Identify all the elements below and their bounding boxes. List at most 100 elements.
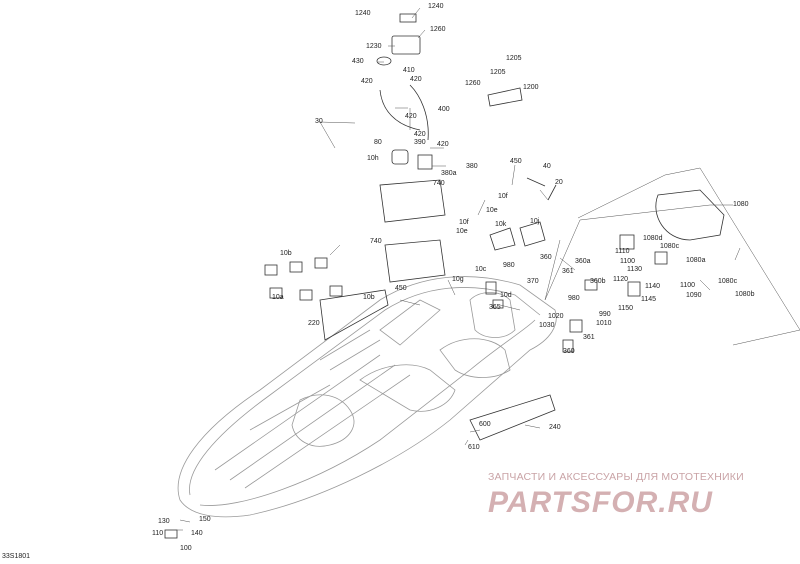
hardware-40-20 <box>526 177 557 201</box>
callout-label: 1130 <box>627 266 643 273</box>
grab-handle-1080 <box>655 189 725 241</box>
battery-box-740-lower <box>384 239 446 283</box>
part-1020 <box>569 319 583 333</box>
callout-label: 1205 <box>490 69 506 76</box>
callout-label: 740 <box>433 180 445 187</box>
callout-label: 1110 <box>615 248 630 255</box>
callout-label: 1140 <box>645 283 661 290</box>
cover-10k <box>489 227 516 251</box>
callout-label: 420 <box>405 113 417 120</box>
callout-label: 1150 <box>618 305 634 312</box>
callout-label: 420 <box>361 78 373 85</box>
part-10c <box>485 281 497 295</box>
callout-label: 140 <box>191 530 203 537</box>
callout-label: 370 <box>527 278 539 285</box>
callout-label: 1205 <box>506 55 522 62</box>
callout-label: 40 <box>543 163 551 170</box>
hinge-1080d <box>619 234 635 250</box>
callout-label: 360b <box>590 278 606 285</box>
o-ring-430 <box>376 56 392 66</box>
callout-label: 220 <box>308 320 320 327</box>
part-130-110 <box>164 529 178 539</box>
callout-label: 990 <box>599 311 611 318</box>
callout-label: 1120 <box>613 276 629 283</box>
callout-label: 10d <box>500 292 512 299</box>
callout-label: 20 <box>555 179 563 186</box>
callout-label: 1080a <box>686 257 706 264</box>
callout-label: 80 <box>374 139 382 146</box>
callout-label: 10k <box>495 221 507 228</box>
battery-box-740-upper <box>379 179 446 223</box>
callout-label: 10e <box>486 207 498 214</box>
callout-label: 30 <box>315 118 323 125</box>
callout-label: 10b <box>280 250 292 257</box>
diagram-code: 33S1801 <box>2 553 31 560</box>
callout-label: 1240 <box>428 3 444 10</box>
callout-label: 1080c <box>718 278 738 285</box>
callout-label: 10h <box>367 155 379 162</box>
part-360 <box>562 339 574 353</box>
callout-label: 1090 <box>686 292 702 299</box>
part-380 <box>417 154 433 170</box>
callout-label: 361 <box>562 268 574 275</box>
callout-label: 360 <box>540 254 552 261</box>
callout-label: 10e <box>456 228 468 235</box>
part-80 <box>391 149 409 165</box>
callout-label: 380 <box>466 163 478 170</box>
callout-label: 420 <box>437 141 449 148</box>
callout-label: 390 <box>414 139 426 146</box>
hose-400 <box>379 84 429 141</box>
footrest-240 <box>469 394 556 441</box>
gasket-1260 <box>399 13 417 23</box>
callout-label: 610 <box>468 444 480 451</box>
callout-label: 110 <box>152 530 164 537</box>
callout-label: 1080c <box>660 243 680 250</box>
part-1080c <box>654 251 668 265</box>
callout-label: 400 <box>438 106 450 113</box>
callout-label: 150 <box>199 516 211 523</box>
callout-label: 1145 <box>641 296 657 303</box>
footrest-220 <box>319 289 389 341</box>
callout-label: 1100 <box>680 282 696 289</box>
callout-label: 450 <box>510 158 522 165</box>
callout-label: 365 <box>489 304 501 311</box>
leader-lines <box>175 7 800 531</box>
callout-label: 1240 <box>355 10 371 17</box>
callout-label: 10b <box>363 294 375 301</box>
callout-label: 10a <box>272 294 284 301</box>
callout-label: 100 <box>180 545 192 552</box>
callout-label: 420 <box>414 131 426 138</box>
parts-group <box>164 13 725 539</box>
callout-label: 1010 <box>596 320 612 327</box>
callout-label: 1260 <box>465 80 481 87</box>
callout-label: 1230 <box>366 43 382 50</box>
callout-label: 1030 <box>539 322 555 329</box>
callout-label: 1080b <box>735 291 755 298</box>
callout-label: 980 <box>503 262 515 269</box>
callout-label: 600 <box>479 421 491 428</box>
callout-label: 980 <box>568 295 580 302</box>
watermark-tagline: ЗАПЧАСТИ И АКСЕССУАРЫ ДЛЯ МОТОТЕХНИКИ <box>488 471 744 483</box>
callout-label: 361 <box>583 334 595 341</box>
callout-label: 360a <box>575 258 591 265</box>
callout-label: 410 <box>403 67 415 74</box>
watermark-logo: PARTSFOR.RU <box>488 486 713 519</box>
part-1145 <box>627 281 641 297</box>
grille-1200 <box>487 87 523 107</box>
callout-label: 10f <box>459 219 469 226</box>
latch-360b <box>584 279 598 291</box>
part-10d <box>492 299 504 309</box>
hull-body <box>177 276 557 518</box>
storage-tray-1230 <box>391 35 421 55</box>
callout-label: 10c <box>475 266 487 273</box>
callout-label: 240 <box>549 424 561 431</box>
callout-label: 450 <box>395 285 407 292</box>
callout-label: 1100 <box>620 258 636 265</box>
callout-label: 740 <box>370 238 382 245</box>
cover-10j <box>519 221 546 247</box>
callout-label: 430 <box>352 58 364 65</box>
callout-label: 10f <box>498 193 508 200</box>
callout-label: 1080d <box>643 235 663 242</box>
